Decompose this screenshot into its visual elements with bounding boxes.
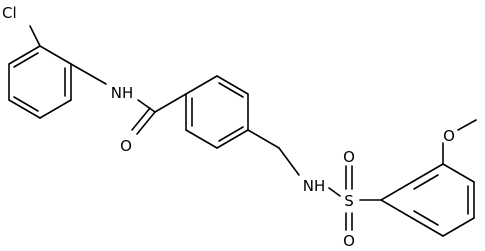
bond (413, 174, 439, 190)
bond (70, 63, 107, 85)
bond (218, 126, 244, 142)
bond (411, 163, 444, 183)
bond (13, 96, 39, 112)
bond (413, 210, 439, 226)
bond (8, 45, 41, 65)
bond (136, 111, 156, 135)
chlorine-label: Cl (2, 4, 17, 22)
methoxy-oxygen-label: O (443, 127, 455, 145)
sulfonyl-oxygen-bottom-label: O (343, 232, 355, 250)
bond (216, 75, 249, 95)
sulfonyl-oxygen-top-label: O (343, 148, 355, 166)
bonds (8, 25, 477, 237)
atom-labels: Cl NH O NH S O O O (2, 4, 455, 250)
carbonyl-oxygen-label: O (120, 137, 132, 155)
bond (137, 99, 156, 113)
amide-nh-label: NH (111, 84, 134, 102)
bond (278, 147, 300, 176)
bond (131, 107, 151, 131)
bond (185, 75, 218, 95)
bond (8, 99, 41, 119)
bond (442, 163, 475, 183)
bond (29, 25, 41, 47)
sulfonamide-nh-label: NH (303, 177, 326, 195)
sulfur-label: S (344, 192, 354, 210)
bond (328, 187, 341, 197)
bond (218, 82, 244, 98)
bond (39, 45, 72, 65)
bond (247, 129, 280, 149)
bond (442, 217, 475, 237)
bond (411, 217, 444, 237)
bond (185, 129, 218, 149)
bond (216, 129, 249, 149)
bond (457, 119, 477, 131)
bond (380, 199, 413, 219)
bond (154, 93, 187, 113)
bond (39, 99, 72, 119)
bond (380, 181, 413, 201)
bond (13, 52, 39, 68)
